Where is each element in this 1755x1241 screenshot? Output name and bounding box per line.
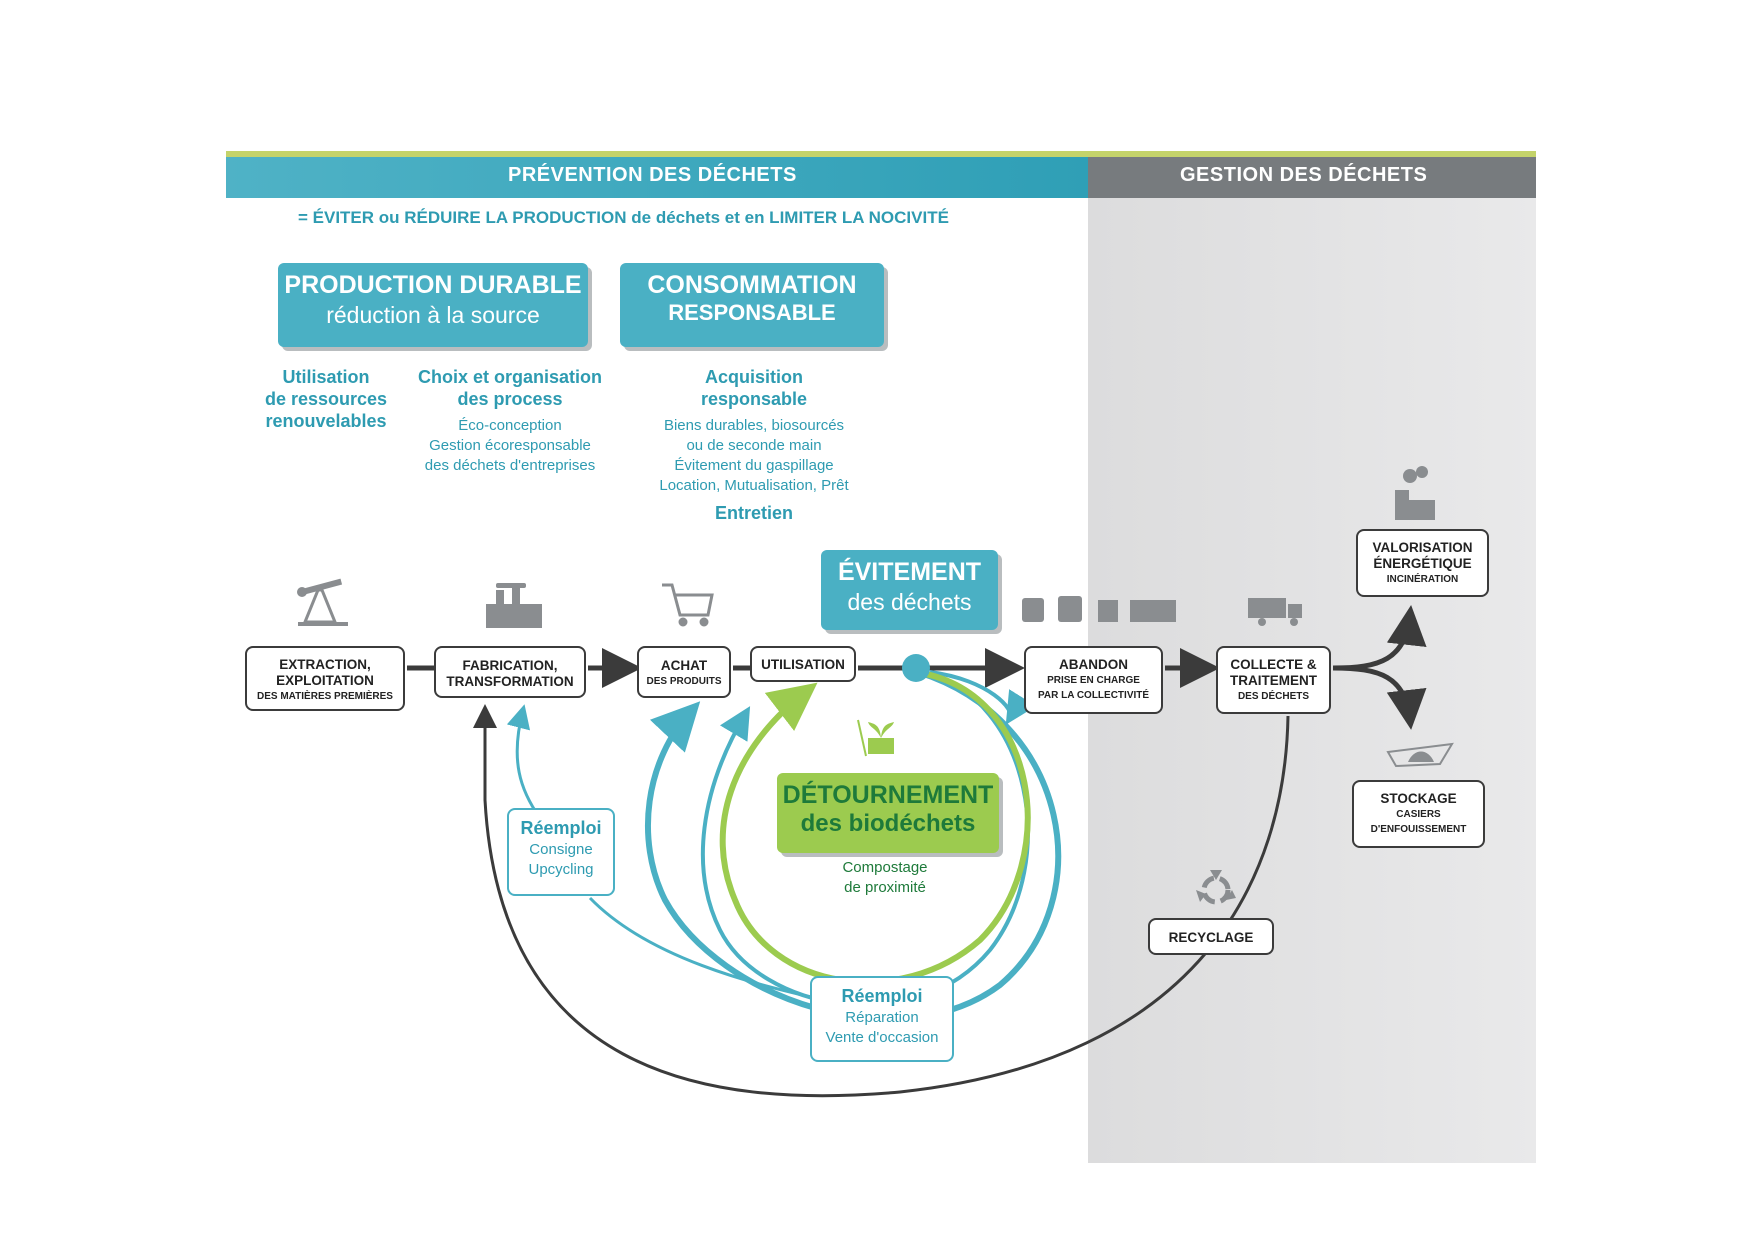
stage-achat: ACHAT DES PRODUITS <box>637 646 731 698</box>
reemploi1-title: Réemploi <box>520 818 602 838</box>
flow-to-valorisation <box>1332 605 1427 671</box>
ressources-line2: de ressources <box>264 389 388 409</box>
reemploi2-item: Vente d'occasion <box>825 1029 939 1046</box>
pumpjack-icon <box>297 578 348 626</box>
stage-abandon: ABANDON PRISE EN CHARGE PAR LA COLLECTIV… <box>1024 646 1163 714</box>
stage-valorisation-l1: VALORISATION <box>1372 540 1473 555</box>
reemploi1-item: Consigne <box>529 841 593 858</box>
compostage-label: Compostage de proximité <box>800 858 970 898</box>
reemploi-consigne-box: Réemploi Consigne Upcycling <box>507 808 615 896</box>
acquisition-item: Évitement du gaspillage <box>674 457 834 474</box>
stage-recyclage: RECYCLAGE <box>1148 918 1274 955</box>
compostage-line2: de proximité <box>844 879 926 896</box>
gestion-title: GESTION DES DÉCHETS <box>1180 164 1428 186</box>
prevention-title: PRÉVENTION DES DÉCHETS <box>508 164 797 186</box>
acquisition-item: ou de seconde main <box>686 437 822 454</box>
truck-icon <box>1248 598 1302 626</box>
reemploi1-item: Upcycling <box>528 861 594 878</box>
acquisition-title1: Acquisition <box>705 367 803 387</box>
process-title1: Choix et organisation <box>417 367 603 387</box>
evitement-arrow <box>929 670 1037 725</box>
stage-extraction-l2: EXPLOITATION <box>276 673 374 688</box>
stage-collecte: COLLECTE & TRAITEMENT DES DÉCHETS <box>1216 646 1331 714</box>
stage-collecte-l2: TRAITEMENT <box>1230 673 1317 688</box>
sprout-icon <box>857 719 894 757</box>
prevention-subtitle: = ÉVITER ou RÉDUIRE LA PRODUCTION de déc… <box>298 208 949 227</box>
stage-extraction-l1: EXTRACTION, <box>279 657 371 672</box>
recycling-loop <box>473 704 1290 1098</box>
production-durable-box: PRODUCTION DURABLE réduction à la source <box>278 263 588 347</box>
evitement-node <box>902 654 930 682</box>
stage-utilisation: UTILISATION <box>750 646 856 682</box>
reemploi2-title: Réemploi <box>841 986 923 1006</box>
stage-fabrication-l2: TRANSFORMATION <box>446 674 574 689</box>
stage-abandon-l1: ABANDON <box>1059 657 1128 672</box>
stage-extraction-l3: DES MATIÈRES PREMIÈRES <box>257 691 393 702</box>
consommation-responsable-box: CONSOMMATION RESPONSABLE <box>620 263 884 347</box>
acquisition-item: Biens durables, biosourcés <box>663 417 845 434</box>
prevention-band <box>226 151 1088 198</box>
flow-to-stockage <box>1332 665 1427 730</box>
stage-collecte-l1: COLLECTE & <box>1230 657 1317 672</box>
compostage-line1: Compostage <box>842 859 928 876</box>
gestion-band <box>1088 151 1536 198</box>
acquisition-column: Acquisition responsable Biens durables, … <box>634 366 874 524</box>
evitement-subtitle: des déchets <box>847 589 972 615</box>
landfill-icon <box>1386 742 1454 768</box>
acquisition-title2: responsable <box>700 389 808 409</box>
stage-valorisation-l2: ÉNERGÉTIQUE <box>1373 556 1472 571</box>
landfill-mound <box>1408 751 1434 762</box>
ressources-line1: Utilisation <box>282 367 370 387</box>
evitement-title: ÉVITEMENT <box>837 558 982 586</box>
stage-abandon-l3: PAR LA COLLECTIVITÉ <box>1037 690 1150 701</box>
cart-icon <box>662 583 714 627</box>
stage-collecte-l3: DES DÉCHETS <box>1237 691 1310 702</box>
process-item: des déchets d'entreprises <box>424 457 596 474</box>
stage-recyclage-l1: RECYCLAGE <box>1168 930 1254 945</box>
ressources-line3: renouvelables <box>265 411 387 431</box>
detournement-title: DÉTOURNEMENT <box>782 781 994 809</box>
acquisition-item: Location, Mutualisation, Prêt <box>659 477 849 494</box>
stage-fabrication: FABRICATION, TRANSFORMATION <box>434 646 586 698</box>
stage-valorisation-l3: INCINÉRATION <box>1386 574 1459 585</box>
stage-stockage-l1: STOCKAGE <box>1380 791 1457 806</box>
stage-stockage-l2: CASIERS <box>1396 809 1441 820</box>
reemploi-fabrication-arrow <box>506 704 542 819</box>
stage-extraction: EXTRACTION, EXPLOITATION DES MATIÈRES PR… <box>245 646 405 711</box>
process-title2: des process <box>457 389 563 409</box>
stage-fabrication-l1: FABRICATION, <box>462 658 558 673</box>
production-subtitle: réduction à la source <box>326 302 540 328</box>
process-item: Gestion écoresponsable <box>429 437 591 454</box>
incinerator-icon <box>1395 466 1435 520</box>
consommation-title: CONSOMMATION <box>647 271 857 299</box>
evitement-box: ÉVITEMENT des déchets <box>821 550 998 630</box>
stage-abandon-l2: PRISE EN CHARGE <box>1047 675 1140 686</box>
production-title: PRODUCTION DURABLE <box>284 271 582 299</box>
stage-stockage: STOCKAGE CASIERS D'ENFOUISSEMENT <box>1352 780 1485 848</box>
detournement-subtitle: des biodéchets <box>800 810 976 837</box>
process-column: Choix et organisation des process Éco-co… <box>400 366 620 476</box>
process-item: Éco-conception <box>458 417 562 434</box>
stage-stockage-l3: D'ENFOUISSEMENT <box>1370 824 1467 835</box>
reemploi2-item: Réparation <box>845 1009 919 1026</box>
stage-achat-l1: ACHAT <box>660 658 708 673</box>
acquisition-entretien: Entretien <box>714 503 793 523</box>
bins-icon <box>1022 596 1176 622</box>
recycle-icon <box>1196 870 1236 905</box>
stage-achat-l2: DES PRODUITS <box>646 676 722 687</box>
ressources-column: Utilisation de ressources renouvelables <box>246 366 406 432</box>
stage-utilisation-l1: UTILISATION <box>761 657 845 672</box>
factory-icon <box>486 583 542 628</box>
stage-valorisation: VALORISATION ÉNERGÉTIQUE INCINÉRATION <box>1356 529 1489 597</box>
consommation-subtitle: RESPONSABLE <box>668 300 836 325</box>
detournement-box: DÉTOURNEMENT des biodéchets <box>777 773 999 853</box>
reemploi-reparation-box: Réemploi Réparation Vente d'occasion <box>810 976 954 1062</box>
